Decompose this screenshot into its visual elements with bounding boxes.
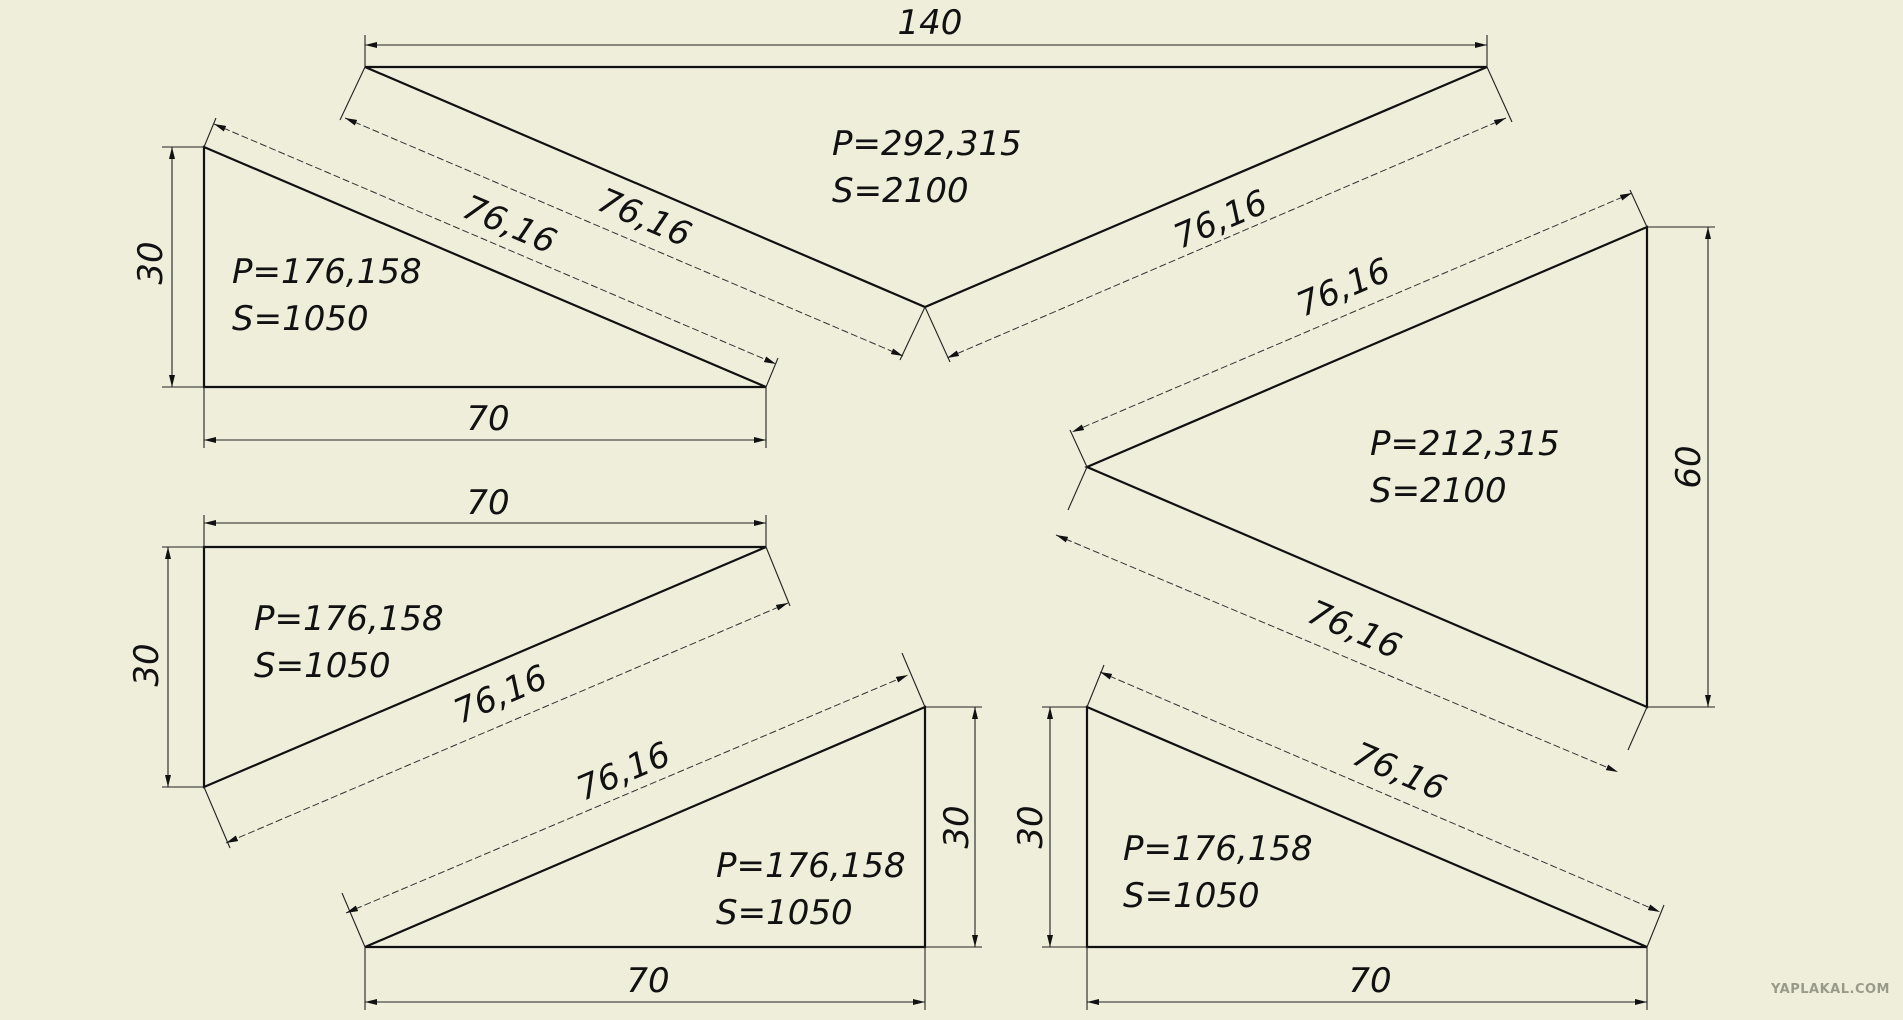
bc-base-label: 70 [626,961,669,1001]
ul-base-label: 70 [466,399,509,439]
rt-ext-upper-b [1069,429,1088,468]
middle-left-triangle: 70 30 76,16 P=176,158 S=1050 [127,483,791,849]
top-dim-140: 140 [898,3,963,43]
rt-ext-upper-a [1629,189,1648,228]
ml-area: S=1050 [254,646,391,686]
br-hyp-dim [1099,671,1661,913]
bc-ext-hyp-b [901,652,926,708]
bc-hyp-dim [345,674,909,914]
top-perimeter: P=292,315 [832,124,1022,164]
bottom-right-triangle: 30 70 76,16 P=176,158 S=1050 [1011,664,1665,1010]
bc-ext-hyp-a [341,892,366,948]
ul-hyp-label: 76,16 [457,187,562,262]
ul-perimeter: P=176,158 [232,252,422,292]
top-ext-d [924,306,951,363]
br-area: S=1050 [1123,876,1260,916]
ml-perimeter: P=176,158 [254,599,444,639]
top-area: S=2100 [832,171,969,211]
rt-lower-slant-dim [1055,534,1619,773]
rt-ext-lower-b [1627,706,1648,751]
bc-hyp-label: 76,16 [571,734,676,809]
right-triangle: 60 76,16 76,16 P=212,315 S=2100 [1055,189,1715,773]
rt-area: S=2100 [1370,471,1507,511]
ml-hyp-dim [225,602,789,844]
top-left-slant-dim [344,117,904,357]
top-right-slant-label: 76,16 [1168,182,1273,257]
br-base-label: 70 [1348,961,1391,1001]
bc-perimeter: P=176,158 [716,846,906,886]
rt-ext-lower-a [1067,466,1088,511]
ul-area: S=1050 [232,299,369,339]
br-height-label: 30 [1011,805,1051,848]
bc-area: S=1050 [716,893,853,933]
ml-height-label: 30 [127,643,167,686]
br-hyp-label: 76,16 [1347,734,1452,809]
ul-height-label: 30 [131,241,171,284]
br-perimeter: P=176,158 [1123,829,1313,869]
top-left-slant-label: 76,16 [592,180,697,255]
top-ext-c [1486,66,1513,123]
ul-hyp-dim [213,123,777,365]
rt-lower-slant-label: 76,16 [1302,592,1407,667]
watermark-text: YAPLAKAL.COM [1770,982,1890,997]
br-ext-hyp-a [1086,664,1105,708]
top-ext-a [339,66,366,121]
ml-base-label: 70 [466,483,509,523]
upper-left-triangle: 30 70 76,16 P=176,158 S=1050 [131,117,779,448]
bc-height-label: 30 [937,805,977,848]
ul-ext-hyp-a [203,117,217,148]
rt-upper-slant-label: 76,16 [1291,250,1396,325]
rt-height-label: 60 [1669,445,1709,488]
rt-perimeter: P=212,315 [1370,424,1560,464]
rt-upper-slant-dim [1071,192,1633,433]
ul-ext-hyp-b [765,357,779,388]
top-ext-b [899,306,926,361]
ml-ext-hyp-b [203,786,231,849]
ml-hyp-label: 76,16 [448,657,553,732]
br-ext-hyp-b [1646,904,1665,948]
bottom-center-triangle: 30 70 76,16 P=176,158 S=1050 [341,652,982,1010]
ml-ext-hyp-a [765,546,791,607]
